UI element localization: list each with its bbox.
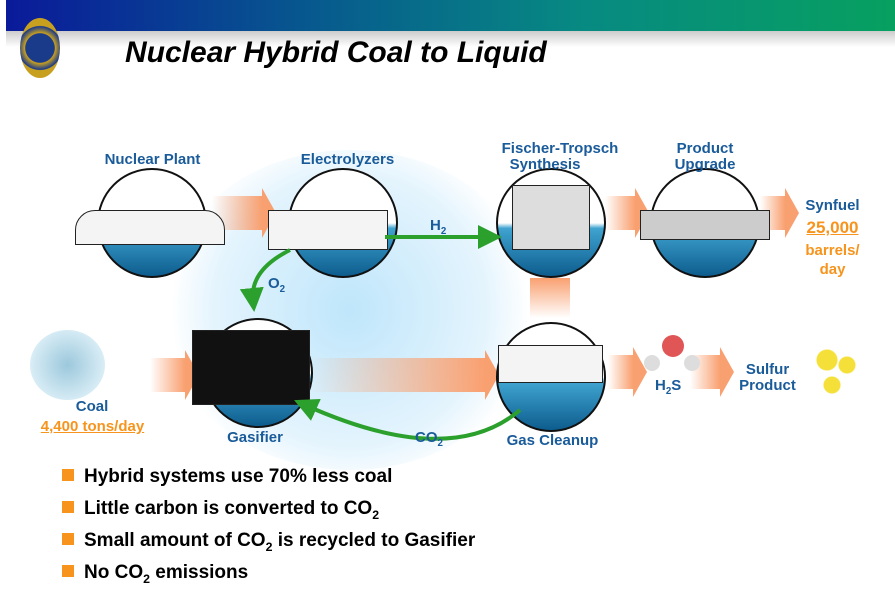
coal-rate: 4,400 tons/day [40, 418, 145, 435]
label-sulfur-line2: Product [739, 377, 796, 394]
sulfur-molecule-icon [812, 345, 862, 395]
arrow-cleanup-ft [530, 278, 570, 318]
o2-text: O [268, 275, 280, 292]
synfuel-unit-line1: barrels/ [805, 242, 860, 259]
bullet-text: No CO [84, 562, 144, 583]
header-shadow [6, 31, 895, 47]
bullet-text: Small amount of CO [84, 530, 266, 551]
label-o2: O2 [268, 276, 285, 298]
gas-cleanup-icon [498, 345, 603, 383]
h2s-h: H [655, 377, 666, 394]
h2-text: H [430, 217, 441, 234]
arrow-upgrade-synfuel [760, 188, 799, 238]
label-sulfur-line1: Sulfur [745, 361, 790, 378]
bullet-tail: emissions [149, 562, 249, 583]
label-synfuel: Synfuel [805, 197, 860, 214]
gasifier-factory-icon [192, 330, 310, 405]
ft-reactor-icon [512, 185, 590, 250]
arrow-gasifier-cleanup [310, 350, 499, 400]
hydrogen-atom-right [684, 355, 700, 371]
synfuel-unit-line2: day [819, 261, 846, 278]
label-co2: CO2 [415, 430, 443, 452]
bullet-square-icon [62, 533, 74, 545]
co2-sub: 2 [437, 438, 443, 449]
bullet-1: Hybrid systems use 70% less coal [62, 466, 392, 488]
label-h2: H2 [430, 218, 446, 240]
label-coal: Coal [75, 398, 109, 415]
bullet-square-icon [62, 501, 74, 513]
bullet-square-icon [62, 565, 74, 577]
arrow-h2s-sulfur [690, 347, 734, 397]
header-bar [6, 0, 895, 31]
h2s-molecule-icon [662, 335, 684, 357]
label-gasifier: Gasifier [227, 429, 283, 446]
bullet-sub: 2 [372, 507, 380, 522]
nuclear-plant-icon [75, 210, 225, 245]
coal-mine-icon [30, 330, 105, 400]
bullet-text: Hybrid systems use 70% less coal [84, 466, 393, 487]
label-gas-cleanup: Gas Cleanup [506, 432, 599, 449]
co2-arrow [294, 398, 522, 441]
label-h2s: H2S [655, 378, 681, 400]
label-electrolyzers: Electrolyzers [300, 151, 395, 168]
synfuel-rate: 25,000 [806, 218, 859, 237]
co2-text: CO [415, 429, 438, 446]
electrolyzer-icon [268, 210, 388, 250]
label-nuclear-plant: Nuclear Plant [104, 151, 201, 168]
refinery-icon [640, 210, 770, 240]
h2-sub: 2 [440, 226, 447, 237]
bullet-2: Little carbon is converted to CO2 [62, 498, 379, 522]
bullet-3: Small amount of CO2 is recycled to Gasif… [62, 530, 475, 554]
label-ft-line2: Synthesis [509, 156, 581, 173]
bullet-square-icon [62, 469, 74, 481]
hydrogen-atom-left [644, 355, 660, 371]
o2-arrow [239, 248, 291, 312]
bullet-text: Little carbon is converted to CO [84, 498, 373, 519]
label-upgrade-line1: Product [676, 140, 734, 157]
bullet-sub: 2 [265, 539, 273, 554]
bullet-tail: is recycled to Gasifier [272, 530, 476, 551]
o2-sub: 2 [279, 284, 286, 295]
arrow-cleanup-h2s [608, 347, 647, 397]
doe-seal-logo [20, 18, 60, 78]
label-ft-line1: Fischer-Tropsch [501, 140, 619, 157]
slide-title: Nuclear Hybrid Coal to Liquid [125, 36, 547, 69]
h2s-sub: 2 [665, 386, 672, 397]
bullet-4: No CO2 emissions [62, 562, 248, 586]
bullet-sub: 2 [143, 571, 150, 586]
label-upgrade-line2: Upgrade [674, 156, 736, 173]
h2s-s: S [671, 377, 682, 394]
